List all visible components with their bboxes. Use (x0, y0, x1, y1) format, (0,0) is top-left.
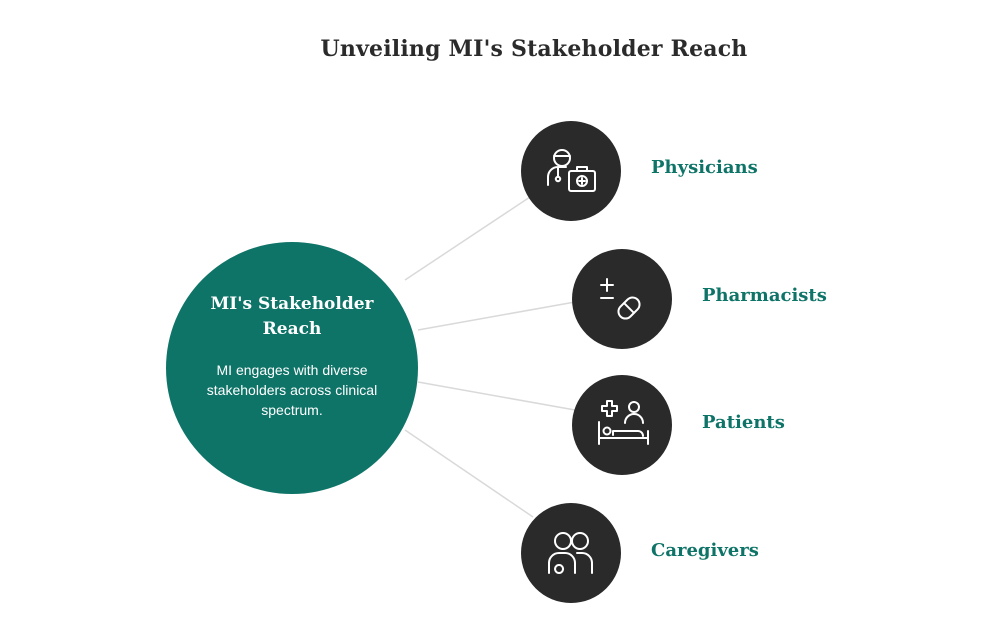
physician-medkit-icon (547, 149, 596, 192)
connector-pharmacists (417, 301, 576, 331)
node-pharmacists (572, 249, 672, 349)
node-physicians (521, 121, 621, 221)
connector-patients (417, 381, 576, 411)
hub-description: MI engages with diverse stakeholders acr… (206, 362, 378, 418)
diagram-title: Unveiling MI's Stakeholder Reach (320, 36, 748, 62)
caregivers-people-icon (548, 532, 593, 574)
patient-bed-icon (598, 400, 649, 445)
label-pharmacists: Pharmacists (702, 285, 827, 306)
hub-title: MI's Stakeholder Reach (210, 294, 374, 339)
label-physicians: Physicians (651, 157, 758, 178)
label-caregivers: Caregivers (651, 540, 759, 561)
label-patients: Patients (702, 412, 785, 433)
pill-plus-minus-icon (600, 278, 641, 320)
connector-caregivers (404, 429, 534, 518)
connector-physicians (404, 194, 534, 281)
node-caregivers (521, 503, 621, 603)
node-patients (572, 375, 672, 475)
hub-circle: MI's Stakeholder Reach MI engages with d… (166, 242, 418, 494)
